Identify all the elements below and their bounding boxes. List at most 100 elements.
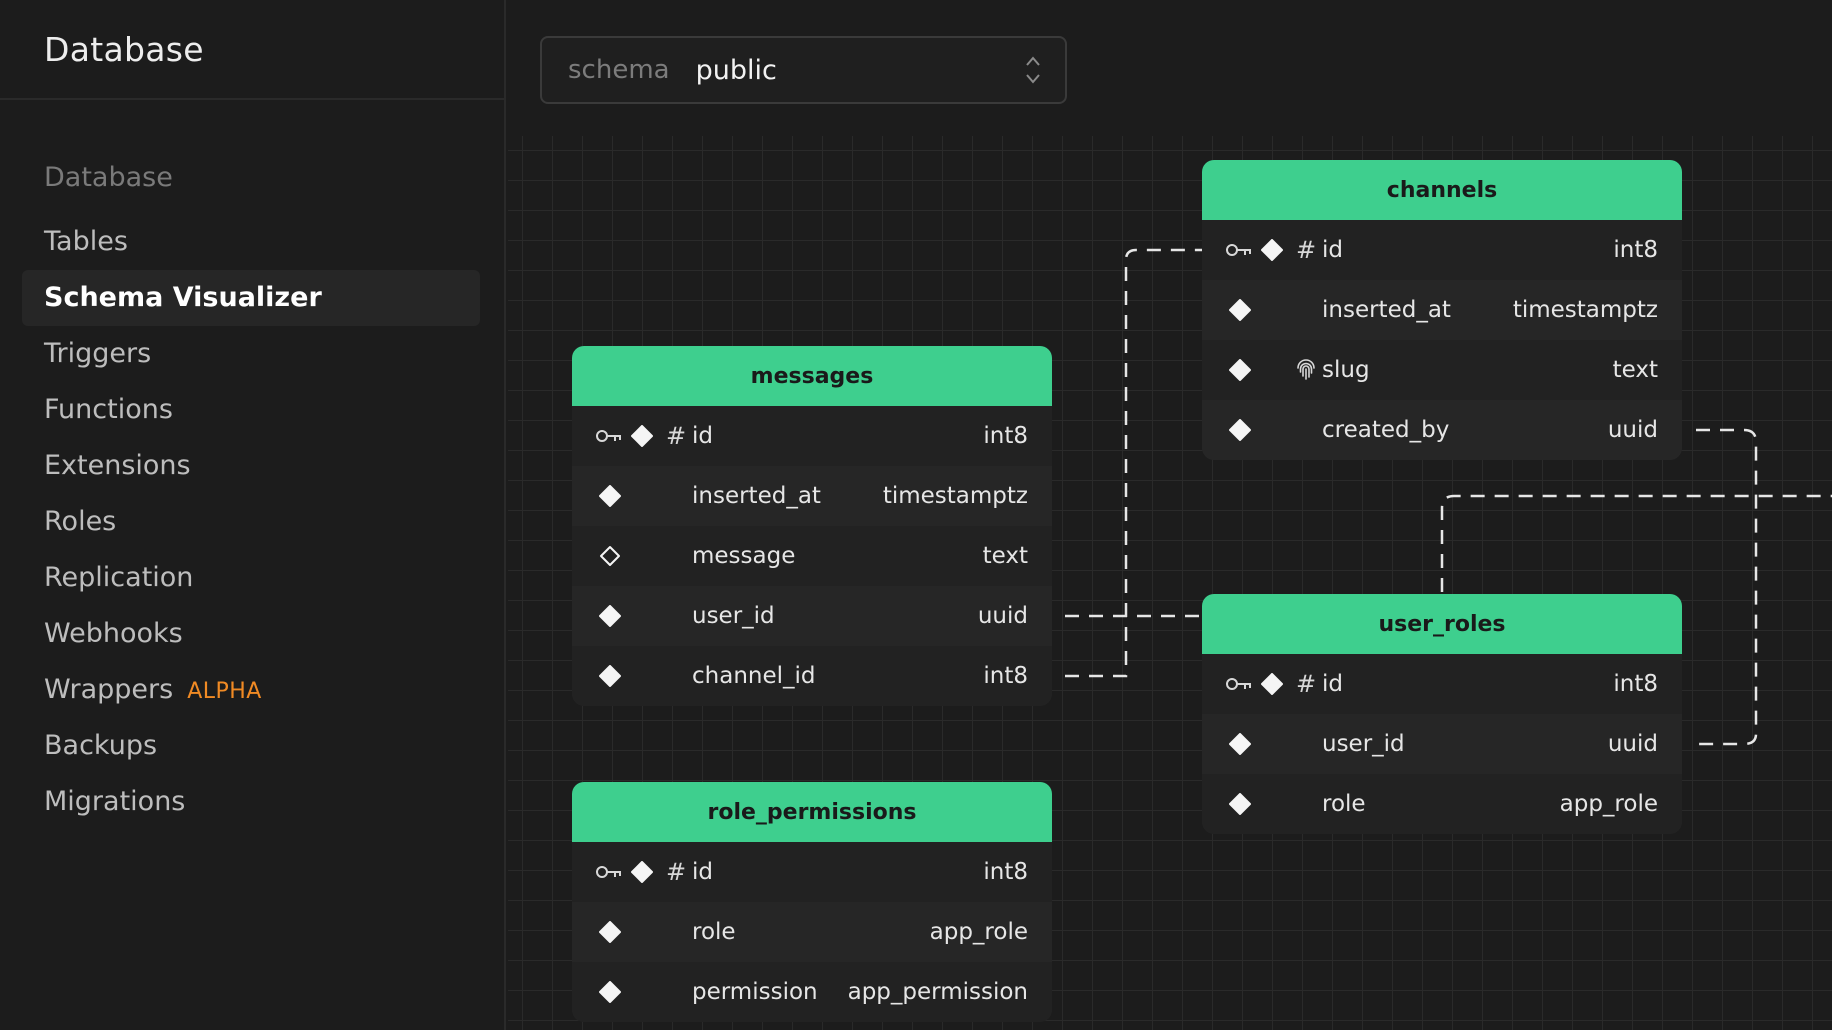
nav-section-label: Database	[44, 162, 173, 193]
table-row[interactable]: permission app_permission	[572, 962, 1052, 1022]
hash-icon: #	[1295, 236, 1317, 264]
column-name: slug	[1322, 357, 1370, 383]
diamond-filled-icon	[630, 842, 654, 902]
table-row[interactable]: slug text	[1202, 340, 1682, 400]
table-row[interactable]: # id int8	[572, 406, 1052, 466]
column-type: app_permission	[847, 979, 1028, 1005]
column-name: id	[692, 859, 713, 885]
column-type: timestamptz	[1512, 297, 1658, 323]
table-header: channels	[1202, 160, 1682, 220]
schema-select-value: public	[695, 54, 777, 86]
column-type: text	[1612, 357, 1658, 383]
hash-icon: #	[1295, 670, 1317, 698]
key-icon	[1224, 220, 1254, 280]
column-type: text	[982, 543, 1028, 569]
column-name: created_by	[1322, 417, 1450, 443]
sidebar: Database Database Tables Schema Visualiz…	[0, 0, 506, 1030]
table-row[interactable]: inserted_at timestamptz	[572, 466, 1052, 526]
sidebar-item-replication[interactable]: Replication	[44, 562, 194, 593]
column-type: int8	[983, 423, 1028, 449]
diamond-outline-icon	[598, 526, 622, 586]
relationship-edges	[1065, 248, 1832, 746]
column-name: role	[692, 919, 736, 945]
fingerprint-icon	[1292, 340, 1320, 400]
column-type: uuid	[1607, 417, 1658, 443]
sidebar-item-webhooks[interactable]: Webhooks	[44, 618, 183, 649]
table-row[interactable]: message text	[572, 526, 1052, 586]
table-messages[interactable]: messages # id int8 inserted_at timestamp…	[572, 346, 1052, 706]
sidebar-item-migrations[interactable]: Migrations	[44, 786, 186, 817]
table-header: user_roles	[1202, 594, 1682, 654]
column-name: message	[692, 543, 796, 569]
table-header: messages	[572, 346, 1052, 406]
edge-user-roles-top	[1440, 494, 1832, 592]
sidebar-item-extensions[interactable]: Extensions	[44, 450, 191, 481]
sidebar-title: Database	[44, 29, 204, 69]
sidebar-item-label: Wrappers	[44, 674, 174, 705]
column-name: role	[1322, 791, 1366, 817]
chevron-up-down-icon	[1026, 56, 1040, 84]
sidebar-item-triggers[interactable]: Triggers	[44, 338, 152, 369]
diamond-filled-icon	[1228, 774, 1252, 834]
column-name: id	[692, 423, 713, 449]
sidebar-nav: Database Tables Schema Visualizer Trigge…	[0, 100, 504, 830]
sidebar-item-schema-visualizer[interactable]: Schema Visualizer	[22, 270, 480, 326]
diamond-filled-icon	[1228, 400, 1252, 460]
edge-channels-created-by	[1696, 428, 1758, 746]
column-name: inserted_at	[692, 483, 821, 509]
column-type: app_role	[929, 919, 1028, 945]
table-row[interactable]: # id int8	[1202, 220, 1682, 280]
diamond-filled-icon	[1228, 340, 1252, 400]
hash-icon: #	[665, 422, 687, 450]
table-row[interactable]: user_id uuid	[572, 586, 1052, 646]
column-name: channel_id	[692, 663, 816, 689]
hash-icon: #	[665, 858, 687, 886]
table-row[interactable]: inserted_at timestamptz	[1202, 280, 1682, 340]
table-row[interactable]: created_by uuid	[1202, 400, 1682, 460]
table-row[interactable]: role app_role	[1202, 774, 1682, 834]
diamond-filled-icon	[1260, 220, 1284, 280]
column-name: id	[1322, 237, 1343, 263]
schema-canvas[interactable]: messages # id int8 inserted_at timestamp…	[508, 136, 1832, 1030]
column-name: permission	[692, 979, 818, 1005]
table-channels[interactable]: channels # id int8 inserted_at timestamp…	[1202, 160, 1682, 460]
sidebar-item-tables[interactable]: Tables	[44, 226, 128, 257]
table-row[interactable]: user_id uuid	[1202, 714, 1682, 774]
diamond-filled-icon	[1228, 280, 1252, 340]
sidebar-item-functions[interactable]: Functions	[44, 394, 173, 425]
column-type: app_role	[1559, 791, 1658, 817]
edge-messages-channel-id	[1065, 248, 1202, 678]
column-type: uuid	[1607, 731, 1658, 757]
diamond-filled-icon	[1228, 714, 1252, 774]
key-icon	[1224, 654, 1254, 714]
alpha-badge: ALPHA	[187, 679, 262, 704]
table-row[interactable]: role app_role	[572, 902, 1052, 962]
table-header: role_permissions	[572, 782, 1052, 842]
column-name: id	[1322, 671, 1343, 697]
main-panel: schema public messages	[508, 0, 1832, 1030]
table-row[interactable]: # id int8	[1202, 654, 1682, 714]
column-type: timestamptz	[882, 483, 1028, 509]
table-row[interactable]: # id int8	[572, 842, 1052, 902]
key-icon	[594, 406, 624, 466]
key-icon	[594, 842, 624, 902]
sidebar-item-backups[interactable]: Backups	[44, 730, 158, 761]
column-type: int8	[1613, 237, 1658, 263]
diamond-filled-icon	[598, 466, 622, 526]
diamond-filled-icon	[598, 962, 622, 1022]
sidebar-header: Database	[0, 0, 504, 100]
column-type: int8	[1613, 671, 1658, 697]
table-row[interactable]: channel_id int8	[572, 646, 1052, 706]
schema-select-label: schema	[568, 55, 670, 85]
column-name: inserted_at	[1322, 297, 1451, 323]
sidebar-item-roles[interactable]: Roles	[44, 506, 117, 537]
column-name: user_id	[1322, 731, 1405, 757]
diamond-filled-icon	[598, 586, 622, 646]
column-type: int8	[983, 859, 1028, 885]
column-type: uuid	[977, 603, 1028, 629]
sidebar-item-wrappers[interactable]: Wrappers ALPHA	[22, 662, 480, 718]
schema-select[interactable]: schema public	[540, 36, 1067, 104]
diamond-filled-icon	[598, 902, 622, 962]
table-role-permissions[interactable]: role_permissions # id int8 role app_role…	[572, 782, 1052, 1022]
table-user-roles[interactable]: user_roles # id int8 user_id uuid role a…	[1202, 594, 1682, 834]
